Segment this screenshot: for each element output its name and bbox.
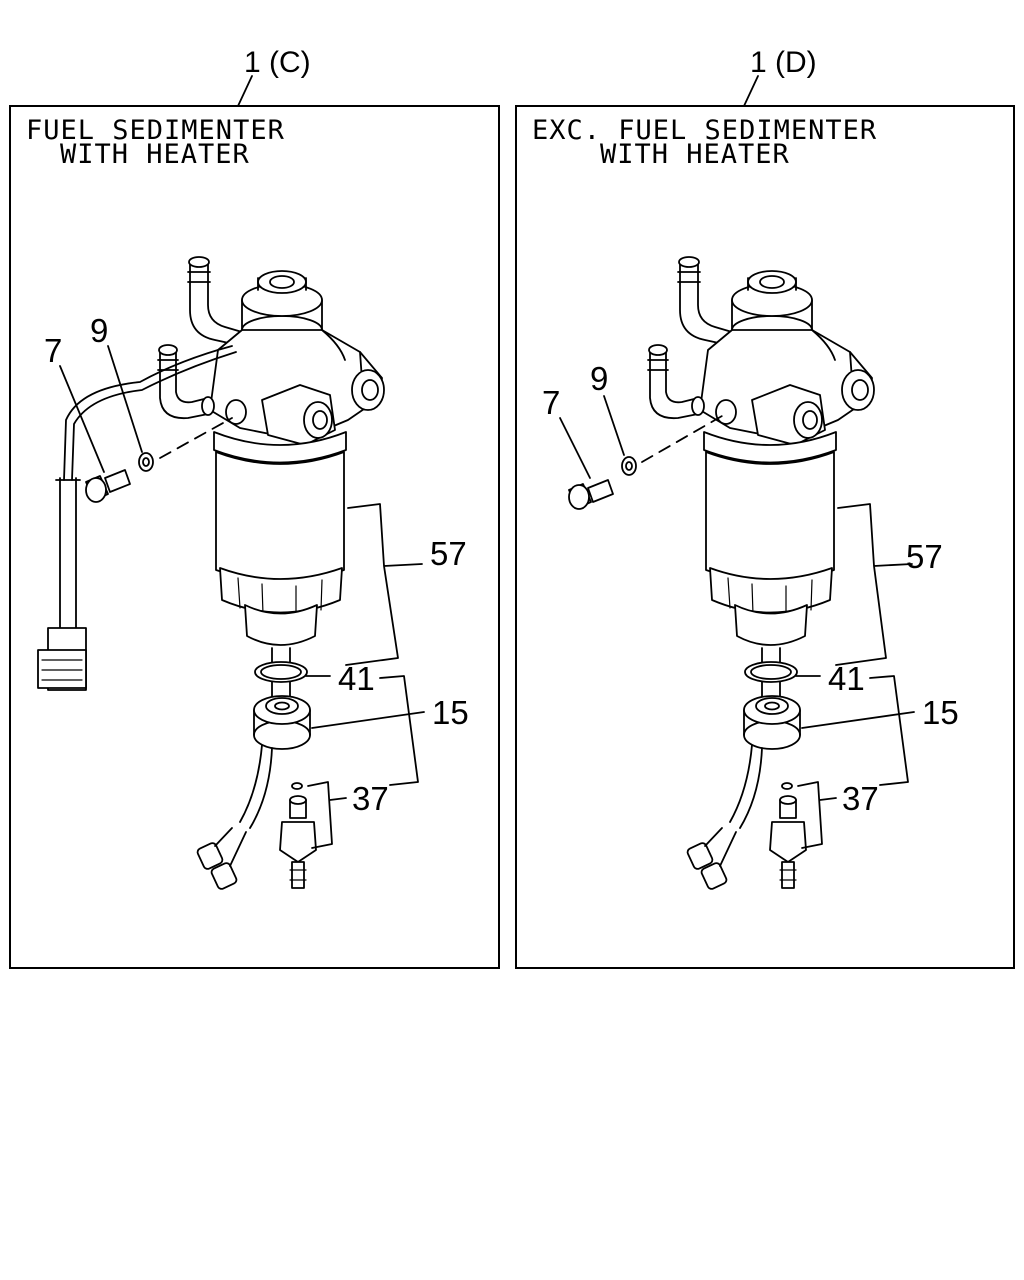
panel-d-sedimenter-assembly: [647, 256, 875, 892]
panel-c-leader-7: [59, 365, 105, 473]
panel-c-leader-9: [107, 345, 143, 453]
panel-c-leader-15: [311, 711, 425, 729]
panel-d-tag-leader: [743, 75, 759, 107]
panel-d: 1 (D) EXC. FUEL SEDIMENTER WITH HEATER 7…: [515, 46, 1015, 969]
panel-d-caption-line1: EXC. FUEL SEDIMENTER: [532, 115, 877, 146]
panel-d-caption-line2: WITH HEATER: [600, 139, 790, 170]
panel-d-frame: [515, 105, 1015, 969]
panel-d-bolt-7: [568, 479, 614, 510]
panel-d-bracket-57: [835, 503, 913, 666]
panel-d-leader-15: [801, 711, 915, 729]
panel-c-tag-leader: [237, 75, 253, 107]
panel-c-caption-line2: WITH HEATER: [60, 139, 250, 170]
panel-d-leader-7: [559, 417, 591, 479]
panel-c-callout-9: 9: [90, 312, 108, 349]
panel-c-frame: [9, 105, 500, 969]
panel-c-callout-57: 57: [430, 535, 467, 572]
panel-c-callout-15: 15: [432, 694, 469, 731]
panel-c-callout-37: 37: [352, 780, 389, 817]
panel-c-bracket-41: [305, 675, 419, 786]
panel-c-sedimenter-assembly: [157, 256, 385, 892]
panel-d-callout-15: 15: [922, 694, 959, 731]
panel-c-caption-line1: FUEL SEDIMENTER: [26, 115, 285, 146]
panel-d-callout-7: 7: [542, 384, 560, 421]
panel-d-assembly-dash: [641, 415, 723, 463]
panel-d-washer-9: [621, 456, 637, 476]
panel-c-heater-harness: [37, 345, 237, 691]
panel-c-callout-7: 7: [44, 332, 62, 369]
panel-c-bolt-7: [85, 469, 131, 503]
panel-c-assembly-dash: [159, 417, 233, 459]
panel-c-washer-9: [138, 452, 154, 472]
panel-d-bracket-37: [797, 781, 837, 849]
panel-d-leader-9: [603, 395, 625, 456]
panel-c: 1 (C) FUEL SEDIMENTER WITH HEATER: [9, 46, 500, 969]
panel-c-bracket-57: [345, 503, 423, 666]
panel-d-tag: 1 (D): [750, 46, 817, 79]
panel-d-callout-37: 37: [842, 780, 879, 817]
panel-c-bracket-37: [307, 781, 347, 849]
panel-d-bracket-41: [795, 675, 909, 786]
panel-d-callout-57: 57: [906, 538, 943, 575]
panel-c-tag: 1 (C): [244, 46, 311, 79]
panel-c-callout-41: 41: [338, 660, 375, 697]
panel-d-callout-41: 41: [828, 660, 865, 697]
panel-d-callout-9: 9: [590, 360, 608, 397]
